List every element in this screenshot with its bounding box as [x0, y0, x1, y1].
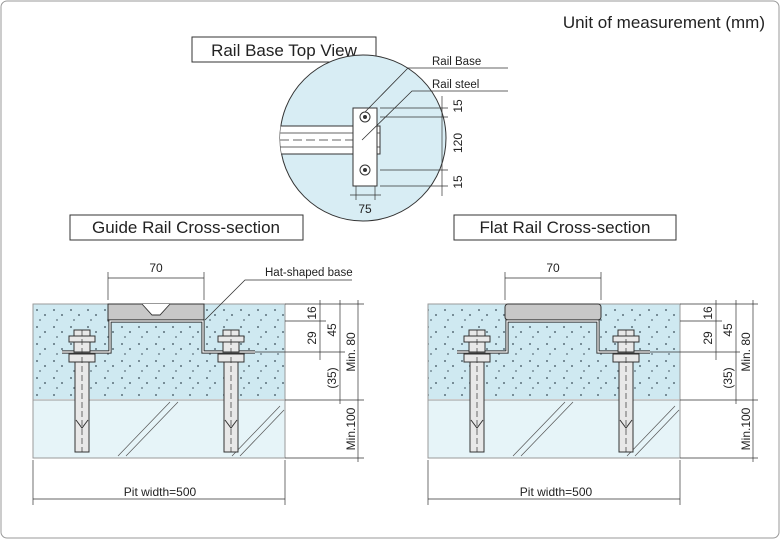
top-view: Rail Base Top View Rail Base Rail steel …: [191, 36, 508, 222]
guide-dim-min80: Min. 80: [344, 332, 358, 372]
flat-title: Flat Rail Cross-section: [480, 218, 651, 237]
flat-dim-70: 70: [546, 261, 560, 275]
flat-rail: [504, 303, 602, 321]
label-rail-steel: Rail steel: [432, 79, 479, 91]
dim-15-bottom: 15: [451, 175, 465, 189]
label-rail-base: Rail Base: [432, 56, 481, 68]
guide-dim-35: (35): [325, 367, 339, 388]
flat-rail-section: Flat Rail Cross-section 70: [427, 214, 758, 505]
flat-dim-min80: Min. 80: [739, 332, 753, 372]
guide-title-box: [69, 214, 304, 241]
flat-dim-16: 16: [701, 306, 715, 320]
guide-rail-section: Guide Rail Cross-section: [32, 214, 364, 505]
dim-75: 75: [358, 202, 372, 216]
guide-title: Guide Rail Cross-section: [92, 218, 280, 237]
guide-dim-16: 16: [305, 306, 319, 320]
guide-pit-width: Pit width=500: [124, 485, 197, 499]
flat-dim-35: (35): [721, 367, 735, 388]
flat-pit-width: Pit width=500: [520, 485, 593, 499]
dim-15-top: 15: [451, 99, 465, 113]
guide-label-hat-base: Hat-shaped base: [265, 267, 353, 279]
guide-dim-min100: Min.100: [344, 407, 358, 450]
guide-dim-70: 70: [149, 261, 163, 275]
unit-note: Unit of measurement (mm): [563, 13, 765, 32]
flat-title-box: [453, 214, 677, 241]
guide-dim-45: 45: [325, 323, 339, 337]
flat-dim-29: 29: [701, 331, 715, 345]
dim-120: 120: [451, 133, 465, 153]
guide-dim-29: 29: [305, 331, 319, 345]
flat-dim-min100: Min.100: [739, 407, 753, 450]
flat-dim-45: 45: [721, 323, 735, 337]
top-view-title: Rail Base Top View: [211, 41, 358, 60]
